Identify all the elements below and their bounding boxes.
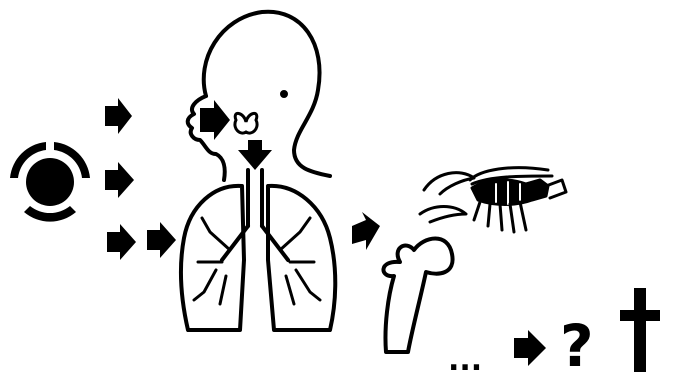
radiation-source-icon [10, 142, 90, 222]
arrow-down-icon [238, 140, 272, 170]
arrow-right-icon [107, 224, 136, 260]
arrow-right-icon [105, 98, 132, 134]
cross-icon [620, 288, 660, 372]
ellipsis: ... [448, 343, 482, 372]
arrow-right-icon [105, 162, 134, 198]
arrow-right-icon [352, 212, 380, 250]
lobster-icon [420, 168, 566, 232]
arrow-right-icon [200, 100, 230, 140]
lungs-icon [181, 170, 335, 330]
arrow-right-icon [514, 330, 546, 366]
thyroid-icon [235, 113, 257, 133]
arrow-right-icon [147, 222, 176, 258]
femur-bone-icon [383, 239, 452, 353]
question-mark: ? [560, 312, 594, 372]
